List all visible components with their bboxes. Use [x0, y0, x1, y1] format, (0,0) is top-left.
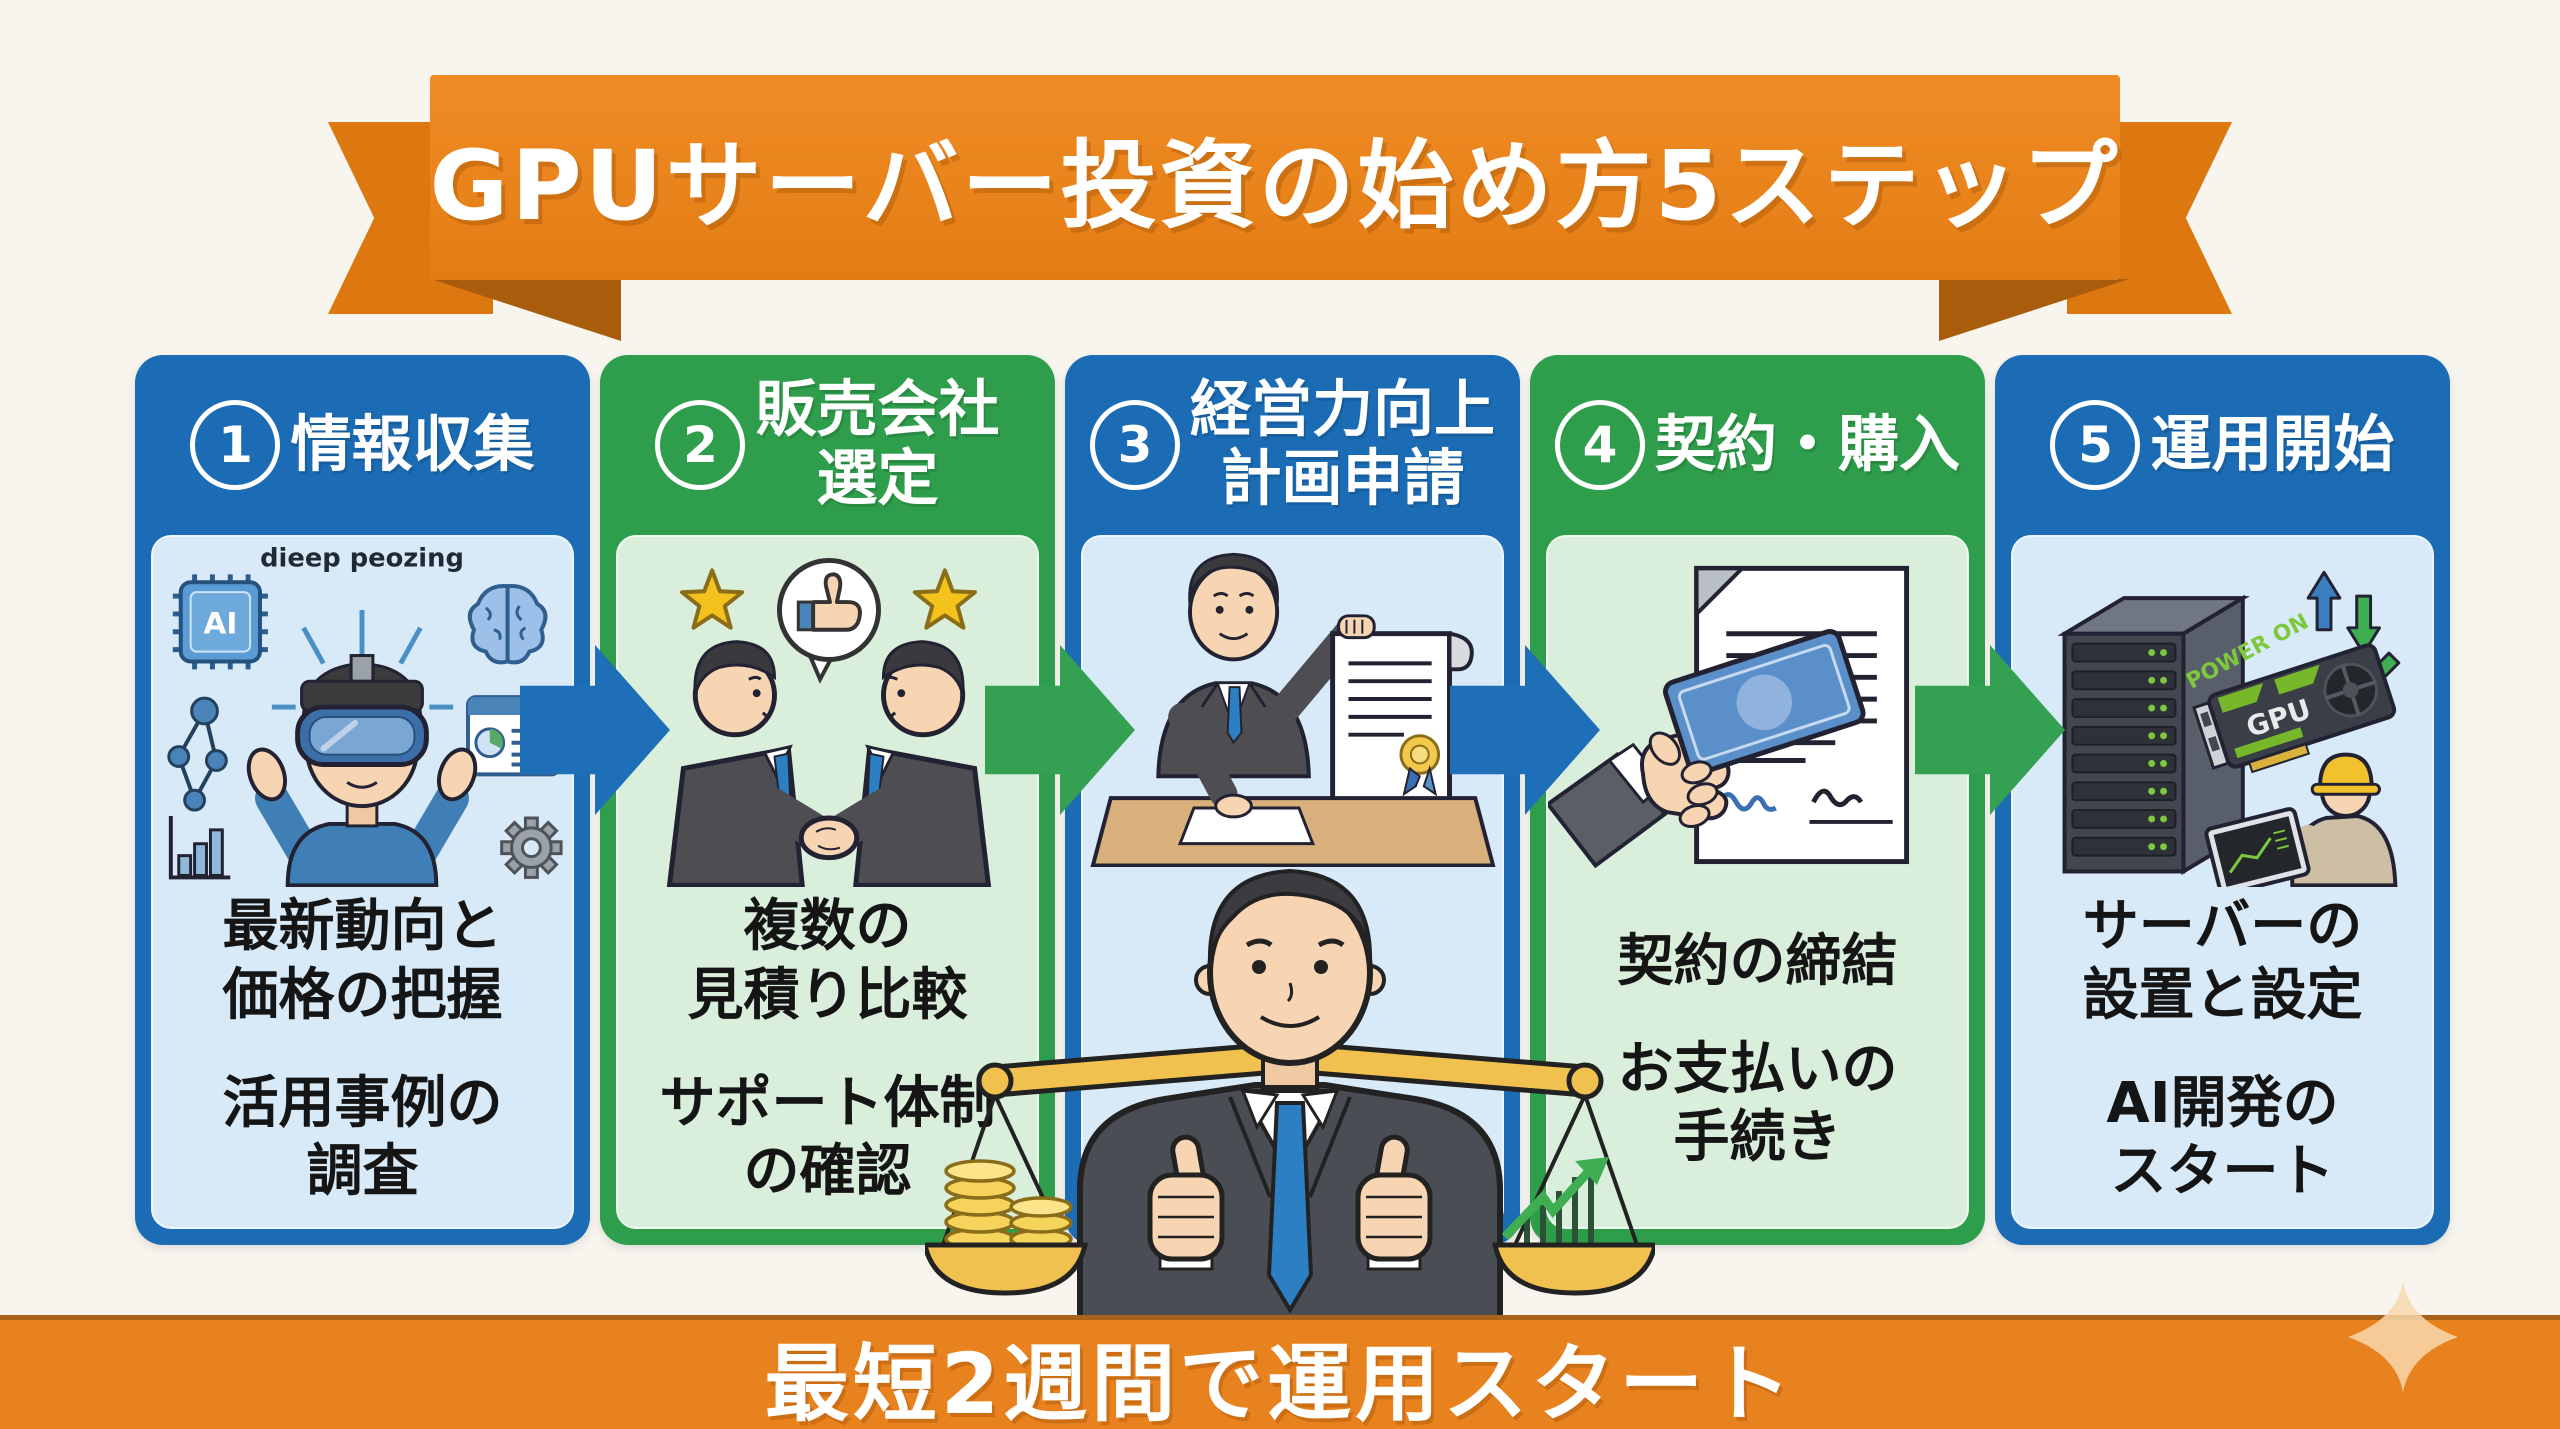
step-1-body: dieep peozing AI: [151, 535, 574, 1229]
brain-icon: [467, 584, 548, 665]
step-3-header: 3 経営力向上 計画申請: [1065, 355, 1520, 535]
desk: [1090, 702, 1496, 867]
step-1-paragraph: 最新動向と 価格の把握: [222, 894, 503, 1028]
worker-person: [2204, 752, 2398, 887]
up-arrow-icon: [2306, 570, 2342, 632]
step-2-text: 複数の 見積り比較 サポート体制 の確認: [660, 887, 996, 1227]
step-2-paragraph: 複数の 見積り比較: [687, 894, 968, 1028]
application-certificate-illustration: [1090, 552, 1496, 867]
radiating-lines-icon: [271, 609, 454, 710]
step-5-title: 運用開始: [2150, 408, 2395, 480]
contract-payment-illustration: [1548, 565, 1910, 869]
sparkle-icon: [2348, 1282, 2458, 1392]
star-icon: [680, 568, 745, 630]
step-5-illustration: POWER ON GPU: [2013, 537, 2432, 887]
server-setup-illustration: POWER ON GPU: [2057, 570, 2401, 887]
step-1-text: 最新動向と 価格の把握 活用事例の 調査: [223, 887, 503, 1227]
step-5-body: POWER ON GPU: [2011, 535, 2434, 1229]
gpu-card-icon: GPU: [2192, 643, 2397, 774]
star-icon: [912, 568, 977, 630]
step-3-title: 経営力向上 計画申請: [1189, 374, 1495, 514]
vr-top-strap: [349, 654, 375, 683]
step-4-paragraph: お支払いの 手続き: [1617, 1036, 1898, 1171]
hard-hat-icon: [2318, 752, 2374, 789]
page-title: GPUサーバー投資の始め方5ステップ: [429, 130, 2121, 242]
handshake-hands: [798, 815, 860, 861]
step-4-header: 4 契約・購入: [1530, 355, 1985, 535]
step-1-number-badge: 1: [190, 400, 281, 490]
step-4-number-badge: 4: [1554, 400, 1645, 490]
vr-research-illustration: dieep peozing AI: [167, 543, 563, 887]
handshake-illustration: [666, 557, 992, 887]
vr-person: [246, 654, 478, 887]
step-1-illustration: dieep peozing AI: [153, 537, 572, 887]
step-3-number-badge: 3: [1089, 400, 1180, 490]
ai-chip-icon: AI: [172, 574, 268, 670]
thumbs-up-hands: [1107, 1134, 1473, 1343]
growth-chart-icon: [1501, 1157, 1609, 1243]
businessman-head: [1194, 868, 1386, 1089]
step-5-text: サーバーの 設置と設定 AI開発の スタート: [2083, 887, 2363, 1227]
balance-scale-icon: [925, 1042, 1655, 1296]
step-4-title: 契約・購入: [1654, 408, 1960, 480]
thumbs-up-bubble-icon: [776, 557, 881, 684]
step-card-4: 4 契約・購入: [1530, 355, 1985, 1245]
step-2-body: 複数の 見積り比較 サポート体制 の確認: [616, 535, 1039, 1229]
banknote-icon: [1663, 629, 1866, 776]
step-4-illustration: [1548, 537, 1967, 887]
necktie: [1266, 1101, 1314, 1314]
step-5-number-badge: 5: [2050, 400, 2141, 490]
step-1-header: 1 情報収集: [135, 355, 590, 535]
gear-icon: [500, 816, 563, 879]
scale-pan-right: [1491, 1242, 1655, 1296]
title-ribbon: GPUサーバー投資の始め方5ステップ: [430, 75, 2120, 280]
footer-text: 最短2週間で運用スタート: [764, 1334, 1796, 1429]
step-1-title: 情報収集: [290, 408, 535, 480]
step-card-2: 2 販売会社 選定: [600, 355, 1055, 1245]
step-4-body: 契約の締結 お支払いの 手続き: [1546, 535, 1969, 1229]
step-2-paragraph: サポート体制 の確認: [659, 1071, 996, 1205]
illustration-caption: dieep peozing: [260, 543, 464, 573]
bar-chart-icon: [168, 816, 231, 880]
tablet-icon: [2204, 807, 2311, 887]
step-card-1: 1 情報収集 dieep peozing AI: [135, 355, 590, 1245]
step-5-paragraph: AI開発の スタート: [2106, 1071, 2339, 1205]
certificate-scroll: [1330, 614, 1474, 803]
gripping-fingers: [1648, 731, 1719, 828]
step-5-header: 5 運用開始: [1995, 355, 2450, 535]
step-2-header: 2 販売会社 選定: [600, 355, 1055, 535]
step-2-title: 販売会社 選定: [755, 374, 1000, 514]
svg-text:AI: AI: [203, 607, 237, 642]
step-4-text: 契約の締結 お支払いの 手続き: [1618, 887, 1898, 1227]
signature-black: [1811, 788, 1864, 808]
businessman-right: [818, 640, 992, 887]
network-icon: [167, 696, 228, 812]
down-arrow-icon: [2346, 594, 2381, 656]
step-3-illustration: [1083, 537, 1502, 867]
step-4-paragraph: 契約の締結: [1617, 928, 1898, 994]
step-card-5: 5 運用開始: [1995, 355, 2450, 1245]
step-5-paragraph: サーバーの 設置と設定: [2082, 894, 2363, 1028]
footer-banner: 最短2週間で運用スタート: [0, 1315, 2560, 1429]
step-2-number-badge: 2: [655, 400, 746, 490]
businessman-left: [666, 640, 840, 887]
step-2-illustration: [618, 537, 1037, 887]
scale-pan-left: [925, 1242, 1089, 1296]
step-1-paragraph: 活用事例の 調査: [222, 1071, 503, 1205]
coin-stack-icon: [944, 1159, 1073, 1251]
signature-blue: [1716, 792, 1777, 812]
